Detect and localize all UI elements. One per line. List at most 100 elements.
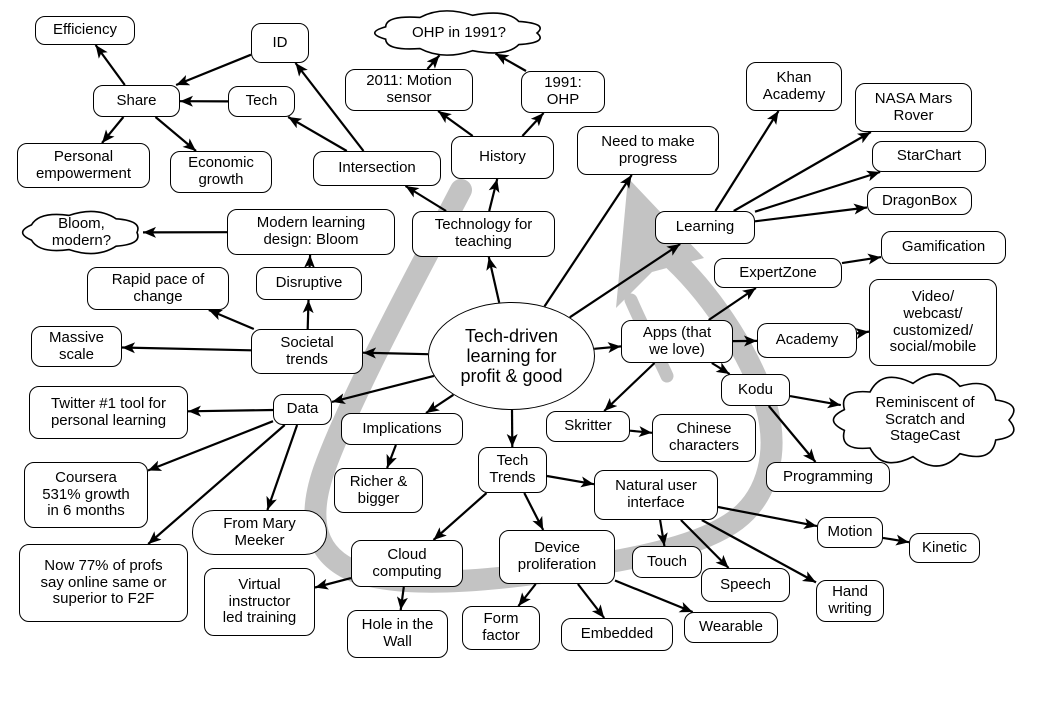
edge-id-box-share — [175, 53, 252, 87]
edge-learning-dragonbox — [754, 203, 868, 223]
edge-apps-we-love-skritter — [603, 362, 656, 412]
node-kodu[interactable]: Kodu — [721, 374, 790, 406]
node-efficiency[interactable]: Efficiency — [35, 16, 135, 45]
cloud-shape-bloom-cloud — [21, 210, 139, 255]
edge-center-learning — [569, 243, 681, 319]
node-modern-learning-bloom[interactable]: Modern learning design: Bloom — [227, 209, 395, 255]
edge-device-proliferation-wearable — [614, 579, 694, 614]
edge-natural-ui-hand-writing — [701, 519, 817, 584]
edge-center-tech-for-teaching — [486, 256, 501, 303]
node-natural-ui[interactable]: Natural user interface — [594, 470, 718, 520]
edge-learning-nasa-mars-rover — [733, 131, 872, 212]
edge-data-now-77-profs — [147, 424, 286, 545]
node-disruptive[interactable]: Disruptive — [256, 267, 362, 300]
node-skritter[interactable]: Skritter — [546, 411, 630, 442]
node-form-factor[interactable]: Form factor — [462, 606, 540, 650]
edge-device-proliferation-embedded — [577, 583, 606, 619]
node-from-mary-meeker[interactable]: From Mary Meeker — [192, 510, 327, 555]
node-embedded[interactable]: Embedded — [561, 618, 673, 651]
node-chinese-characters[interactable]: Chinese characters — [652, 414, 756, 462]
edge-arrows — [94, 44, 910, 619]
cloud-shapes — [21, 10, 1015, 467]
edge-data-twitter-tool — [187, 405, 274, 417]
node-implications[interactable]: Implications — [341, 413, 463, 445]
node-richer-bigger[interactable]: Richer & bigger — [334, 468, 423, 513]
node-intersection[interactable]: Intersection — [313, 151, 441, 186]
edge-ohp-1991-ohp-cloud — [494, 52, 527, 72]
edge-history-motion-sensor-2011 — [437, 110, 474, 137]
edge-history-ohp-1991 — [521, 112, 545, 137]
edge-apps-we-love-expertzone — [708, 287, 757, 321]
node-ohp-cloud[interactable]: OHP in 1991? — [412, 23, 506, 41]
cloud-shape-reminiscent-cloud — [832, 373, 1015, 467]
edge-disruptive-modern-learning-bloom — [304, 254, 316, 269]
node-expertzone[interactable]: ExpertZone — [714, 258, 842, 288]
node-virtual-instructor[interactable]: Virtual instructor led training — [204, 568, 315, 636]
edge-device-proliferation-form-factor — [517, 583, 537, 607]
node-cloud-computing[interactable]: Cloud computing — [351, 540, 463, 587]
node-khan-academy[interactable]: Khan Academy — [746, 62, 842, 111]
node-motion[interactable]: Motion — [817, 517, 883, 548]
node-tech-trends[interactable]: Tech Trends — [478, 447, 547, 493]
edge-tech-trends-cloud-computing — [432, 492, 488, 541]
edge-kodu-reminiscent-cloud — [789, 395, 841, 409]
node-programming[interactable]: Programming — [766, 462, 890, 492]
edge-intersection-id-box — [294, 62, 365, 152]
edge-center-data — [331, 374, 435, 405]
edge-societal-trends-rapid-pace — [208, 308, 255, 331]
node-bloom-cloud[interactable]: Bloom, modern? — [51, 214, 112, 249]
node-gamification[interactable]: Gamification — [881, 231, 1006, 264]
edge-natural-ui-touch — [656, 519, 668, 547]
edge-motion-sensor-2011-ohp-cloud — [426, 54, 441, 70]
node-dragonbox[interactable]: DragonBox — [867, 187, 972, 215]
node-coursera-growth[interactable]: Coursera 531% growth in 6 months — [24, 462, 148, 528]
edge-share-efficiency — [94, 44, 126, 86]
node-personal-empowerment[interactable]: Personal empowerment — [17, 143, 150, 188]
edge-center-implications — [425, 393, 455, 414]
node-touch[interactable]: Touch — [632, 546, 702, 578]
node-societal-trends[interactable]: Societal trends — [251, 329, 363, 374]
edge-tech-trends-device-proliferation — [523, 492, 545, 531]
node-share[interactable]: Share — [93, 85, 180, 117]
node-starchart[interactable]: StarChart — [872, 141, 986, 172]
node-rapid-pace[interactable]: Rapid pace of change — [87, 267, 229, 310]
node-device-proliferation[interactable]: Device proliferation — [499, 530, 615, 584]
node-tech-for-teaching[interactable]: Technology for teaching — [412, 211, 555, 257]
node-reminiscent-cloud[interactable]: Reminiscent of Scratch and StageCast — [875, 393, 975, 445]
edge-implications-richer-bigger — [386, 444, 397, 469]
node-history[interactable]: History — [451, 136, 554, 179]
node-need-progress[interactable]: Need to make progress — [577, 126, 719, 175]
edge-data-coursera-growth — [147, 420, 274, 472]
node-hole-in-wall[interactable]: Hole in the Wall — [347, 610, 448, 658]
edge-academy-video-webcast — [855, 328, 870, 339]
node-apps-we-love[interactable]: Apps (that we love) — [621, 320, 733, 363]
node-kinetic[interactable]: Kinetic — [909, 533, 980, 563]
edge-intersection-tech-box — [287, 116, 348, 152]
node-data[interactable]: Data — [273, 394, 332, 425]
node-massive-scale[interactable]: Massive scale — [31, 326, 122, 367]
node-motion-sensor-2011[interactable]: 2011: Motion sensor — [345, 69, 473, 111]
node-academy[interactable]: Academy — [757, 323, 857, 358]
node-learning[interactable]: Learning — [655, 211, 755, 244]
edge-motion-kinetic — [882, 534, 910, 546]
edge-tech-for-teaching-history — [488, 178, 500, 212]
edge-learning-starchart — [754, 170, 881, 213]
node-id-box[interactable]: ID — [251, 23, 309, 63]
node-speech[interactable]: Speech — [701, 568, 790, 602]
node-ohp-1991[interactable]: 1991: OHP — [521, 71, 605, 113]
node-hand-writing[interactable]: Hand writing — [816, 580, 884, 622]
node-now-77-profs[interactable]: Now 77% of profs say online same or supe… — [19, 544, 188, 622]
node-twitter-tool[interactable]: Twitter #1 tool for personal learning — [29, 386, 188, 439]
node-tech-box[interactable]: Tech — [228, 86, 295, 117]
node-economic-growth[interactable]: Economic growth — [170, 151, 272, 193]
edge-apps-we-love-kodu — [711, 362, 731, 375]
node-center[interactable]: Tech-driven learning for profit & good — [428, 302, 595, 410]
node-wearable[interactable]: Wearable — [684, 612, 778, 643]
edge-tech-trends-natural-ui — [546, 474, 595, 488]
node-video-webcast[interactable]: Video/ webcast/ customized/ social/mobil… — [869, 279, 997, 366]
edge-learning-khan-academy — [714, 110, 780, 212]
edge-societal-trends-disruptive — [302, 299, 314, 330]
node-nasa-mars-rover[interactable]: NASA Mars Rover — [855, 83, 972, 132]
